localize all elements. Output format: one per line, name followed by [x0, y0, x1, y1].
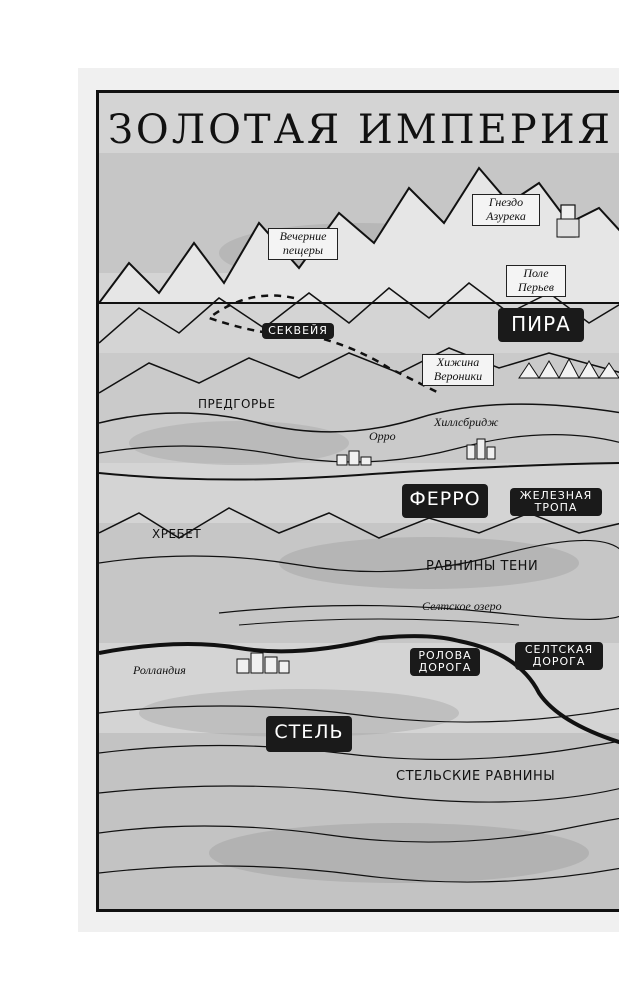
place-hut-line1: Хижина — [436, 355, 480, 369]
road-iron-line2: ТРОПА — [534, 501, 578, 515]
place-gnezdo-line1: Гнездо — [488, 195, 524, 209]
place-caves-line2: пещеры — [282, 242, 324, 257]
road-iron-line1: ЖЕЛЕЗНАЯ — [519, 489, 593, 502]
road-iron-path: ЖЕЛЕЗНАЯ ТРОПА — [510, 488, 602, 517]
place-caves-line1: Вечерние — [279, 229, 327, 243]
region-pira: ПИРА — [498, 308, 584, 342]
place-hut-line2: Вероники — [433, 368, 483, 383]
map-title: ЗОЛОТАЯ ИМПЕРИЯ — [108, 107, 613, 153]
region-ferro: ФЕРРО — [402, 484, 488, 518]
place-gnezdo-azureka: Гнездо Азурека — [472, 194, 540, 226]
place-rollandia: Ролландия — [133, 663, 186, 677]
road-rolov-line2: ДОРОГА — [418, 661, 472, 675]
area-foothills: ПРЕДГОРЬЕ — [198, 397, 276, 411]
place-field-line1: Поле — [523, 266, 549, 280]
area-shadow-plains: РАВНИНЫ ТЕНИ — [426, 559, 539, 574]
road-selt-line2: ДОРОГА — [532, 655, 586, 669]
place-orro: Орро — [369, 429, 396, 443]
road-rolov: РОЛОВА ДОРОГА — [410, 648, 480, 677]
region-stel: СТЕЛЬ — [266, 716, 352, 752]
place-gnezdo-line2: Азурека — [486, 208, 526, 223]
place-field-line2: Перьев — [518, 279, 554, 294]
place-hillsbridge: Хиллсбридж — [434, 415, 499, 429]
road-rolov-line1: РОЛОВА — [418, 649, 472, 662]
area-stel-plains: СТЕЛЬСКИЕ РАВНИНЫ — [396, 769, 556, 784]
road-selt-line1: СЕЛТСКАЯ — [524, 643, 594, 656]
region-sekveyya: СЕКВЕЙЯ — [262, 323, 334, 340]
road-selt: СЕЛТСКАЯ ДОРОГА — [515, 642, 603, 671]
place-veronica-hut: Хижина Вероники — [422, 354, 494, 386]
area-ridge: ХРЕБЕТ — [152, 527, 202, 541]
place-feather-field: Поле Перьев — [506, 265, 566, 297]
place-selt-lake: Селтское озеро — [422, 599, 502, 613]
place-evening-caves: Вечерние пещеры — [268, 228, 338, 260]
